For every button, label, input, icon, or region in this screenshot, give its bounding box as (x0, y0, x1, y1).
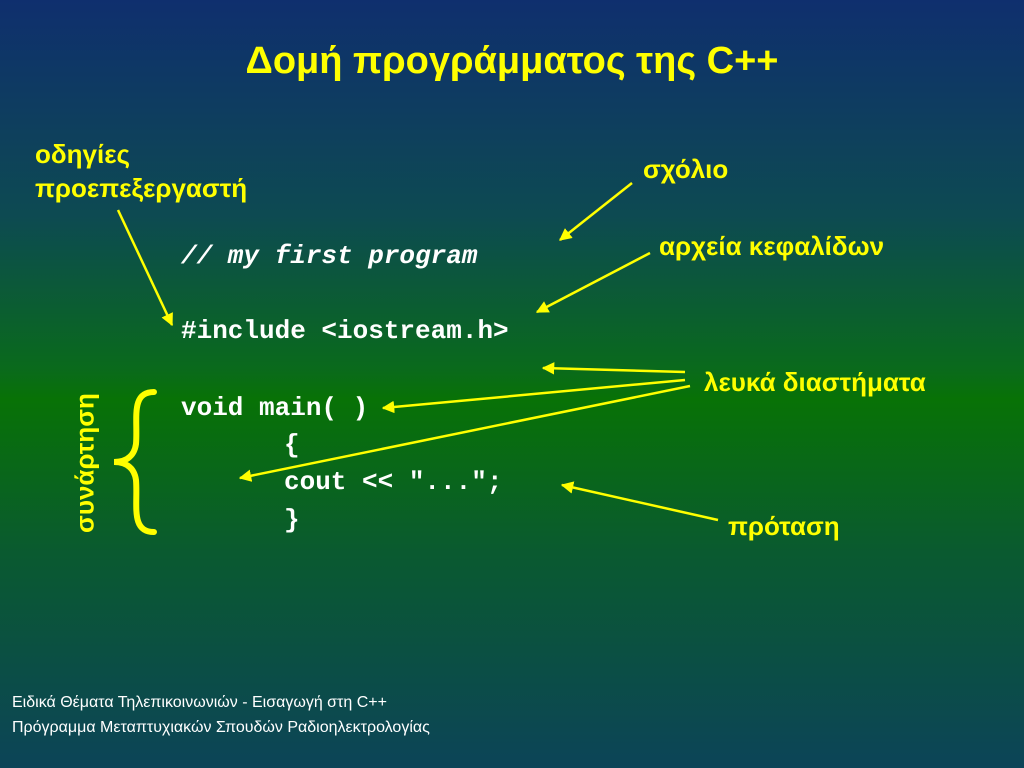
code-close-brace-line: } (284, 505, 300, 535)
label-comment: σχόλιο (643, 154, 729, 184)
code-cout-line: cout << "..."; (284, 467, 503, 497)
label-statement: πρόταση (728, 511, 840, 541)
code-include-line: #include <iostream.h> (181, 316, 509, 346)
code-main-line: void main( ) (181, 393, 369, 423)
code-open-brace-line: { (284, 430, 300, 460)
arrow-whitespace-2 (381, 378, 686, 414)
arrow-comment (559, 182, 633, 241)
footer-program-name: Πρόγραμμα Μεταπτυχιακών Σπουδών Ραδιοηλε… (12, 719, 430, 736)
label-preprocessor-directives-line2: προεπεξεργαστή (35, 173, 248, 203)
label-preprocessor-directives: οδηγίες (35, 139, 131, 169)
arrow-statement (560, 481, 719, 522)
arrow-whitespace-3 (238, 384, 691, 482)
slide-title: Δομή προγράμματος της C++ (245, 40, 779, 82)
footer-course-title: Ειδικά Θέματα Τηλεπικοινωνιών - Εισαγωγή… (12, 694, 387, 711)
arrow-header-files (535, 251, 651, 314)
arrow-whitespace-1 (541, 362, 686, 375)
code-comment-line: // my first program (181, 241, 478, 271)
label-whitespace: λευκά διαστήματα (704, 367, 926, 397)
arrow-preprocessor (116, 209, 174, 327)
function-brace-icon (113, 389, 157, 535)
label-header-files: αρχεία κεφαλίδων (659, 231, 885, 261)
